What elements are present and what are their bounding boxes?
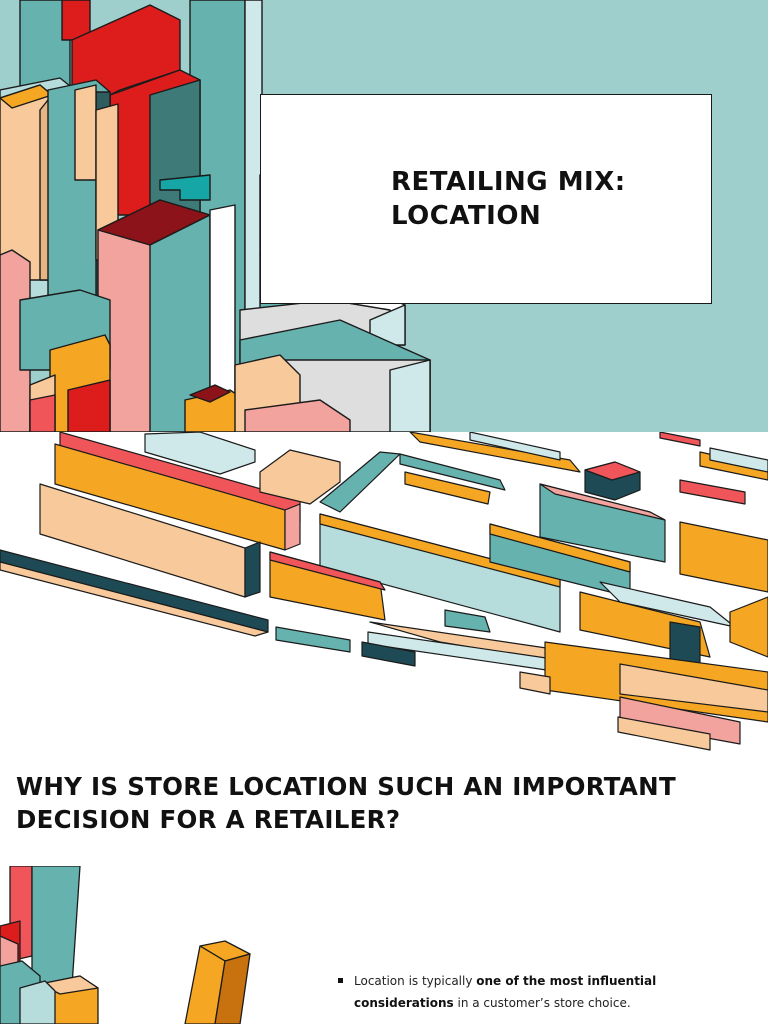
slide-title: RETAILING MIX: LOCATION bbox=[391, 165, 626, 233]
bullet-item: Location is typically one of the most in… bbox=[336, 970, 666, 1014]
question-line-2: DECISION FOR A RETAILER? bbox=[16, 805, 401, 834]
title-line-1: RETAILING MIX: bbox=[391, 167, 626, 197]
bullet-text-pre: Location is typically bbox=[354, 974, 477, 988]
title-box: RETAILING MIX: LOCATION bbox=[260, 94, 712, 304]
slide-content: Location is typically one of the most in… bbox=[0, 866, 768, 1024]
question-heading: WHY IS STORE LOCATION SUCH AN IMPORTANT … bbox=[16, 770, 756, 836]
square-bullet-icon bbox=[338, 978, 343, 983]
slide-title: RETAILING MIX: LOCATION bbox=[0, 0, 768, 432]
bullet-text-bold: one of the most influential consideratio… bbox=[354, 974, 657, 1010]
building-corner-illustration bbox=[0, 866, 251, 1024]
title-line-2: LOCATION bbox=[391, 201, 542, 231]
slide-question: WHY IS STORE LOCATION SUCH AN IMPORTANT … bbox=[0, 432, 768, 866]
city-blocks-illustration bbox=[0, 432, 768, 751]
bullet-list: Location is typically one of the most in… bbox=[336, 970, 666, 1014]
question-line-1: WHY IS STORE LOCATION SUCH AN IMPORTANT bbox=[16, 772, 676, 801]
bullet-text-post: in a customer’s store choice. bbox=[453, 996, 631, 1010]
